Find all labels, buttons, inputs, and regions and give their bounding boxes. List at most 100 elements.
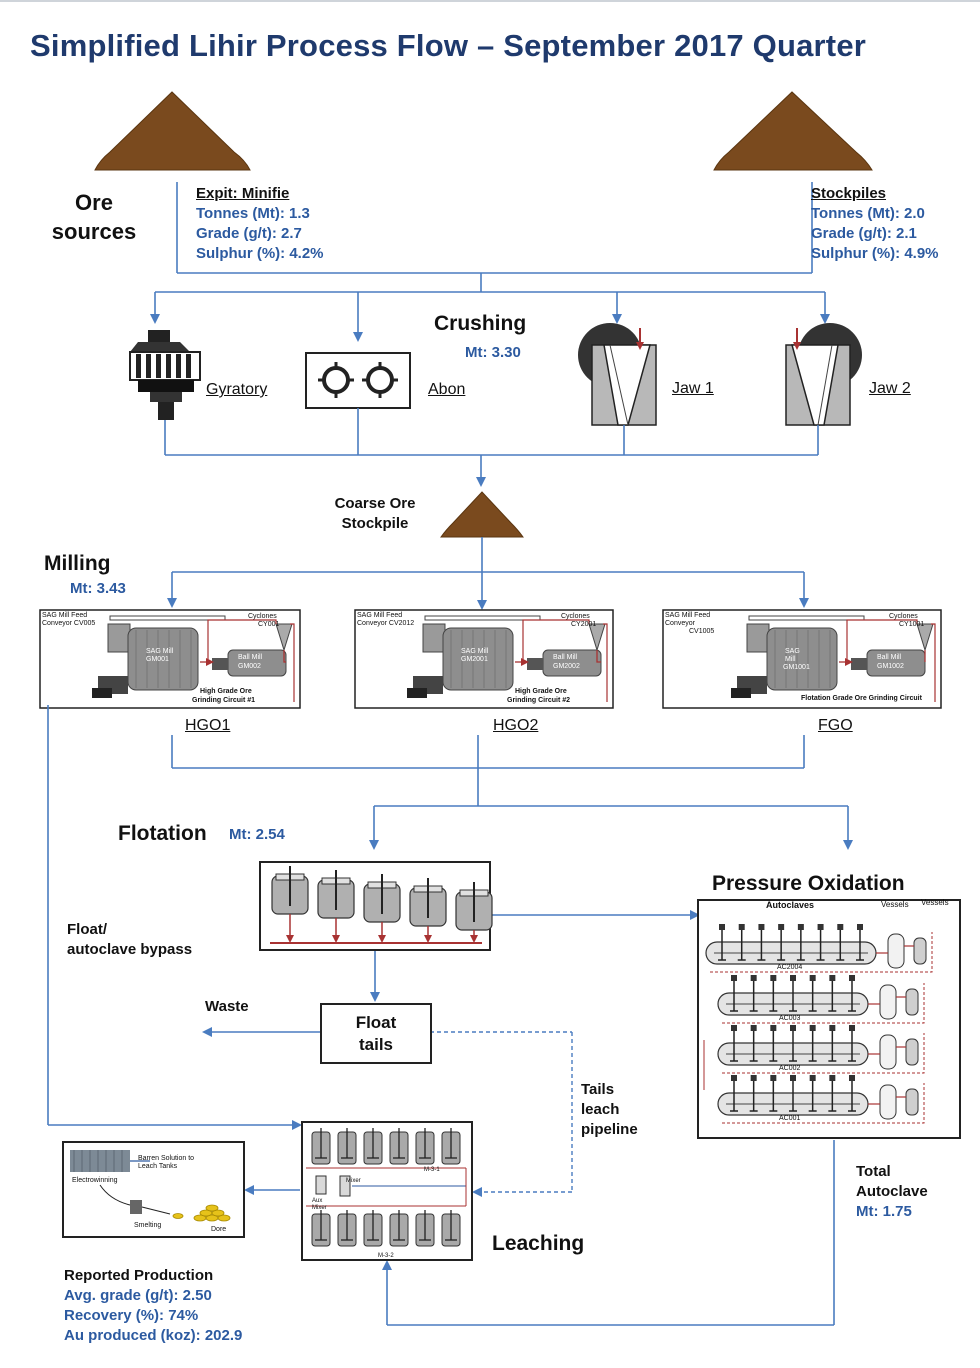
cyclone-overflow — [931, 623, 936, 702]
flotation-heading: Flotation — [118, 822, 207, 845]
circuit-caption-1: Flotation Grade Ore Grinding Circuit — [801, 695, 922, 702]
agitator-motor — [790, 1025, 796, 1031]
mill-motor — [407, 688, 427, 698]
agitator-motor — [770, 975, 777, 981]
circuit-caption-2: Grinding Circuit #2 — [507, 697, 571, 704]
minifie-grade: Grade (g/t): 2.7 — [196, 225, 302, 242]
tails-pipeline-line-1: Tails — [581, 1081, 615, 1098]
circuit-caption-2: Grinding Circuit #1 — [192, 697, 256, 704]
sag-label-2: GM001 — [146, 656, 169, 663]
crusher-label-abon: Abon — [428, 381, 466, 398]
minifie-sulphur: Sulphur (%): 4.2% — [196, 245, 324, 262]
agitator-motor — [849, 975, 855, 981]
smelting-label: Smelting — [134, 1222, 162, 1229]
minifie-stats: Expit: Minifie Tonnes (Mt): 1.3 Grade (g… — [196, 184, 324, 264]
circuit-caption-1: High Grade Ore — [515, 688, 567, 695]
sag-label-1: SAG — [785, 648, 800, 655]
leach-label-b: M-3-2 — [378, 1253, 394, 1259]
ore-pile-stockpiles — [713, 91, 873, 171]
total-autoclave-line-1: Total — [856, 1163, 891, 1180]
cyclone-label-2: CY1001 — [899, 621, 925, 628]
cyclone-overflow — [603, 623, 608, 702]
flotation-cells — [259, 861, 493, 951]
cyclone-label-1: Cyclones — [248, 613, 277, 620]
steam-return — [722, 1033, 925, 1074]
crushing-value: Mt: 3.30 — [465, 344, 521, 361]
total-autoclave-line-2: Autoclave — [856, 1183, 928, 1200]
feed-conveyor — [424, 615, 541, 621]
agitator-motor — [797, 924, 804, 930]
feed-conveyor — [109, 615, 226, 621]
agitator-motor — [829, 1025, 836, 1031]
reported-heading: Reported Production — [64, 1267, 214, 1284]
autoclave-unit-label: AC002 — [779, 1065, 801, 1072]
autoclave-AC002 — [717, 1025, 925, 1074]
feed-label-1: SAG Mill Feed — [357, 612, 403, 619]
scrubber-vessel — [905, 988, 919, 1016]
grinding-circuit-3 — [662, 609, 942, 709]
cyclone-label-1: Cyclones — [561, 613, 590, 620]
leaching-heading: Leaching — [492, 1232, 585, 1255]
leach-label-a: M-3-1 — [424, 1167, 440, 1173]
dore-label: Dore — [211, 1226, 227, 1233]
agitator-motor — [750, 1075, 757, 1081]
grinding-circuits — [39, 609, 942, 709]
autoclave-AC003 — [717, 975, 925, 1024]
tails-pipeline-label: Tails leach pipeline — [581, 1080, 638, 1140]
cyclone — [275, 623, 293, 652]
minifie-tonnes: Tonnes (Mt): 1.3 — [196, 205, 310, 222]
cyclone-overflow — [290, 623, 295, 702]
ore-sources-label: Ore sources — [48, 188, 140, 246]
agitator-motor — [750, 975, 757, 981]
reported-grade: Avg. grade (g/t): 2.50 — [64, 1287, 212, 1304]
agitator-motor — [849, 1075, 855, 1081]
ball-label-2: GM2002 — [553, 663, 580, 670]
steam-return — [722, 983, 925, 1024]
jaw-crusher-1 — [578, 323, 657, 426]
agitator-motor — [731, 975, 737, 981]
barren-solution-label: Barren Solution to Leach Tanks — [138, 1155, 194, 1171]
mixer-vessel — [339, 1175, 351, 1197]
abon-crusher — [305, 352, 411, 409]
sag-label-1: SAG Mill — [146, 648, 174, 655]
top-border — [0, 0, 980, 2]
cyclone-underflow — [283, 650, 286, 663]
crusher-label-jaw-2: Jaw 2 — [869, 380, 911, 397]
coarse-ore-label: Coarse Ore Stockpile — [320, 494, 430, 534]
agitator-motor — [758, 924, 765, 930]
gyratory-crusher — [129, 330, 201, 420]
agitator-motor — [809, 1025, 816, 1031]
sag-label-2: GM2001 — [461, 656, 488, 663]
milling-value: Mt: 3.43 — [70, 580, 126, 597]
leach-label-e: Mixer — [312, 1205, 327, 1211]
feed-label-1: SAG Mill Feed — [42, 612, 88, 619]
tails-pipeline-line-3: pipeline — [581, 1121, 638, 1138]
stockpiles-stats: Stockpiles Tonnes (Mt): 2.0 Grade (g/t):… — [811, 184, 939, 264]
autoclave-AC001 — [717, 1075, 925, 1124]
steam-return — [722, 1083, 925, 1124]
autoclave-block — [697, 899, 961, 1139]
float-tails-box: Float tails — [320, 1003, 432, 1064]
agitator-motor — [770, 1025, 777, 1031]
cyclone-underflow — [596, 650, 601, 663]
agitator-motor — [790, 1075, 796, 1081]
cyclone-label-2: CY001 — [258, 621, 280, 628]
mill-motor — [731, 688, 751, 698]
feed-chute — [422, 623, 446, 653]
barren-line-1: Barren Solution to — [138, 1155, 195, 1162]
stockpiles-heading: Stockpiles — [811, 185, 887, 202]
crusher-label-gyratory: Gyratory — [206, 381, 268, 398]
crusher-label-jaw-1: Jaw 1 — [672, 380, 714, 397]
coarse-ore-pile — [440, 491, 524, 538]
total-autoclave-value: Mt: 1.75 — [856, 1203, 912, 1220]
agitator-motor — [731, 1025, 737, 1031]
sag-label-2: Mill — [785, 656, 796, 663]
feed-label-2: Conveyor — [665, 620, 695, 627]
ball-mill-drive — [212, 658, 228, 670]
feed-chute — [107, 623, 131, 653]
agitator-motor — [778, 924, 785, 930]
agitator-motor — [738, 924, 745, 930]
float-tails-line-1: Float — [355, 1012, 397, 1032]
barren-line-2: Leach Tanks — [138, 1163, 178, 1170]
